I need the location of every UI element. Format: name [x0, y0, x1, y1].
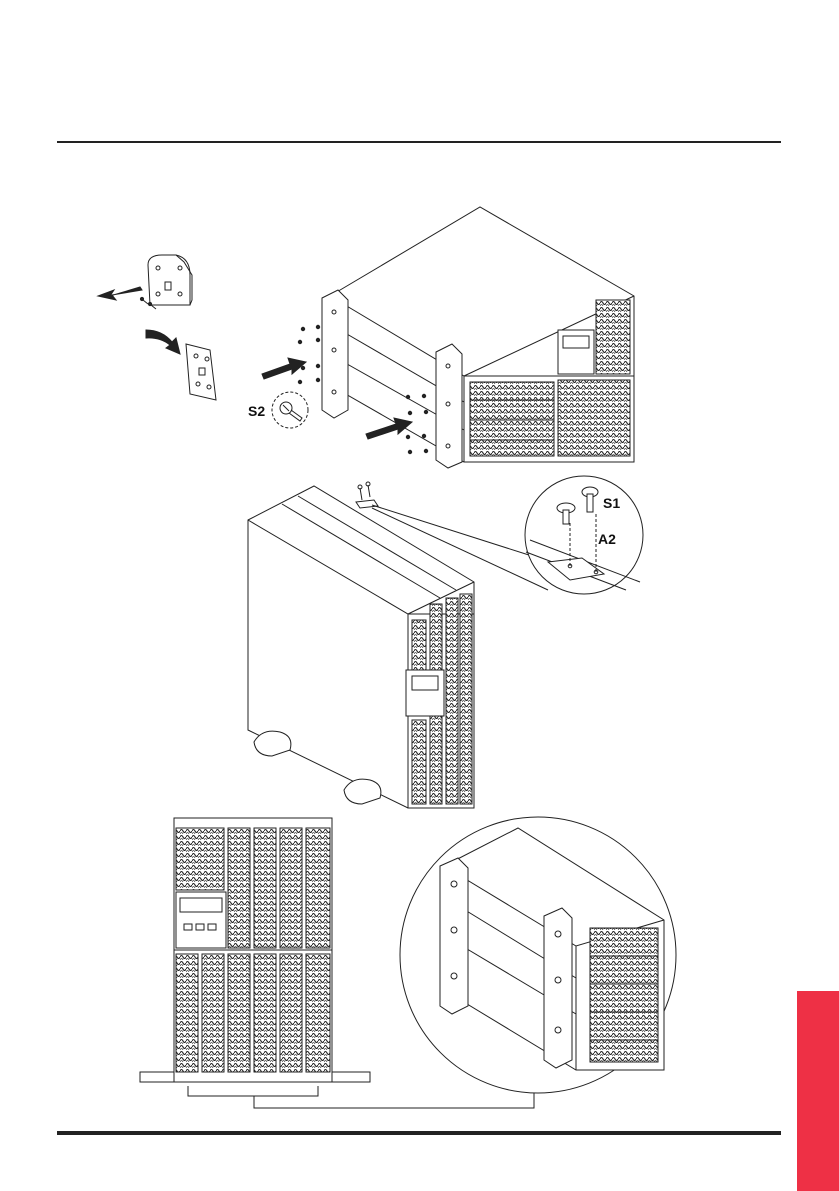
screw-icon — [356, 482, 378, 508]
label-s2: S2 — [248, 404, 265, 418]
ups-front-panel — [140, 818, 370, 1082]
figure-tower — [248, 476, 643, 808]
footer-rule — [57, 1131, 781, 1135]
ups-cabinet-tower — [248, 486, 474, 808]
label-s1: S1 — [603, 496, 620, 510]
screw-icon — [280, 402, 302, 421]
callout-bracket — [188, 1086, 534, 1108]
section-tab — [797, 991, 839, 1191]
arrow-icon — [146, 330, 180, 354]
label-a2: A2 — [598, 532, 616, 546]
arrow-icon — [366, 418, 412, 439]
bracket-plate — [186, 344, 216, 400]
arrow-icon — [98, 287, 142, 300]
removed-foot — [148, 255, 192, 305]
ups-cabinet-horizontal — [322, 207, 634, 468]
figure-rack-brackets — [98, 207, 634, 468]
arrow-icon — [262, 358, 306, 379]
figure-front-view — [140, 817, 676, 1108]
